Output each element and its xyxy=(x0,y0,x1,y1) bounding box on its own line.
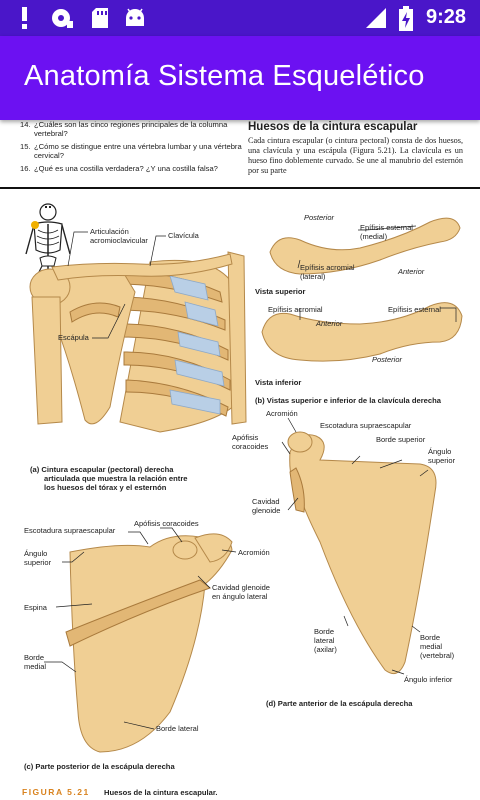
label-d-borde-medial-1: Borde xyxy=(420,633,440,642)
label-clavicula: Clavícula xyxy=(168,231,200,240)
battery-charging-icon xyxy=(399,6,413,31)
label-escapula: Escápula xyxy=(58,333,90,342)
label-d-cavidad-2: glenoide xyxy=(252,506,280,515)
figure-label: FIGURA 5.21 xyxy=(22,787,90,797)
panel-c-illustration: Escotadura supraescapular Apófisis corac… xyxy=(24,519,270,771)
divider xyxy=(0,187,480,189)
label-d-borde-superior: Borde superior xyxy=(376,435,426,444)
question-item: 16.¿Qué es una costilla verdadera? ¿Y un… xyxy=(20,164,218,173)
label-d-borde-medial-3: (vertebral) xyxy=(420,651,455,660)
caption-b: (b) Vistas superior e inferior de la cla… xyxy=(255,396,442,405)
label-c-borde-lateral: Borde lateral xyxy=(156,724,199,733)
panel-a-illustration: Articulación acromioclavicular Clavícula… xyxy=(25,203,247,492)
label-vista-inferior: Vista inferior xyxy=(255,378,301,387)
label-d-apofisis-1: Apófisis xyxy=(232,433,259,442)
label-b-acromial-top-1: Epífisis acromial xyxy=(300,263,355,272)
label-d-borde-lateral-2: lateral xyxy=(314,636,335,645)
label-b-acromial-bottom: Epífisis acromial xyxy=(268,305,323,314)
label-d-borde-lateral-1: Borde xyxy=(314,627,334,636)
label-d-angulo-superior-2: superior xyxy=(428,456,456,465)
status-bar: 9:28 xyxy=(0,0,480,36)
label-c-acromion: Acromión xyxy=(238,548,270,557)
label-c-angulo-2: superior xyxy=(24,558,52,567)
label-vista-superior: Vista superior xyxy=(255,287,306,296)
label-b-esternal-bottom: Epífisis esternal xyxy=(388,305,441,314)
android-icon xyxy=(126,8,144,26)
document-viewer[interactable]: 14.¿Cuáles son las cinco regiones princi… xyxy=(0,120,480,800)
label-d-borde-medial-2: medial xyxy=(420,642,442,651)
caption-a-3: los huesos del tórax y el esternón xyxy=(44,483,167,492)
label-d-escotadura: Escotadura supraescapular xyxy=(320,421,412,430)
label-d-angulo-superior-1: Ángulo xyxy=(428,447,451,456)
label-c-cavidad-2: en ángulo lateral xyxy=(212,592,268,601)
label-d-apofisis-2: coracoides xyxy=(232,442,269,451)
caption-c: (c) Parte posterior de la escápula derec… xyxy=(24,762,175,771)
sync-icon xyxy=(52,9,73,28)
label-c-borde-medial-2: medial xyxy=(24,662,46,671)
label-c-apofisis: Apófisis coracoides xyxy=(134,519,199,528)
app-title: Anatomía Sistema Esquelético xyxy=(24,60,425,92)
figure-title: Huesos de la cintura escapular. xyxy=(104,788,218,797)
label-b-anterior-top: Anterior xyxy=(397,267,425,276)
question-item: 15.¿Cómo se distingue entre una vértebra… xyxy=(20,142,242,160)
label-c-espina: Espina xyxy=(24,603,48,612)
review-questions: 14.¿Cuáles son las cinco regiones princi… xyxy=(20,120,242,177)
skeleton-thumbnail-icon xyxy=(25,203,71,275)
caption-d: (d) Parte anterior de la escápula derech… xyxy=(266,699,413,708)
label-articulacion-2: acromioclavicular xyxy=(90,236,148,245)
label-c-angulo-1: Ángulo xyxy=(24,549,47,558)
label-b-esternal-top-1: Epífisis esternal xyxy=(360,223,413,232)
label-b-acromial-top-2: (lateral) xyxy=(300,272,326,281)
question-item: 14.¿Cuáles son las cinco regiones princi… xyxy=(20,120,228,138)
section-body: Cada cintura escapular (o cintura pector… xyxy=(248,136,463,175)
caption-a-2: articulada que muestra la relación entre xyxy=(44,474,188,483)
label-b-esternal-top-2: (medial) xyxy=(360,232,388,241)
label-d-angulo-inferior: Ángulo inferior xyxy=(404,675,453,684)
clock: 9:28 xyxy=(425,6,466,28)
label-c-cavidad-1: Cavidad glenoide xyxy=(212,583,270,592)
caption-a-1: (a) Cintura escapular (pectoral) derecha xyxy=(30,465,174,474)
alert-icon xyxy=(22,7,27,29)
label-d-cavidad-1: Cavidad xyxy=(252,497,280,506)
label-articulacion-1: Articulación xyxy=(90,227,129,236)
sd-card-icon xyxy=(92,8,108,28)
label-b-posterior-top: Posterior xyxy=(304,213,335,222)
section-title: Huesos de la cintura escapular xyxy=(248,121,418,133)
label-d-borde-lateral-3: (axilar) xyxy=(314,645,337,654)
panel-d-illustration: Acromión Escotadura supraescapular Apófi… xyxy=(232,409,456,708)
label-c-borde-medial-1: Borde xyxy=(24,653,44,662)
label-c-escotadura: Escotadura supraescapular xyxy=(24,526,116,535)
section-intro: Huesos de la cintura escapular Cada cint… xyxy=(248,120,463,176)
label-b-anterior-bottom: Anterior xyxy=(315,319,343,328)
label-d-acromion: Acromión xyxy=(266,409,298,418)
panel-b-illustration: Posterior Epífisis esternal (medial) Epí… xyxy=(255,213,463,405)
signal-icon xyxy=(366,8,386,28)
figure-5-21: Articulación acromioclavicular Clavícula… xyxy=(22,203,463,797)
app-bar: Anatomía Sistema Esquelético xyxy=(0,36,480,120)
label-b-posterior-bottom: Posterior xyxy=(372,355,403,364)
